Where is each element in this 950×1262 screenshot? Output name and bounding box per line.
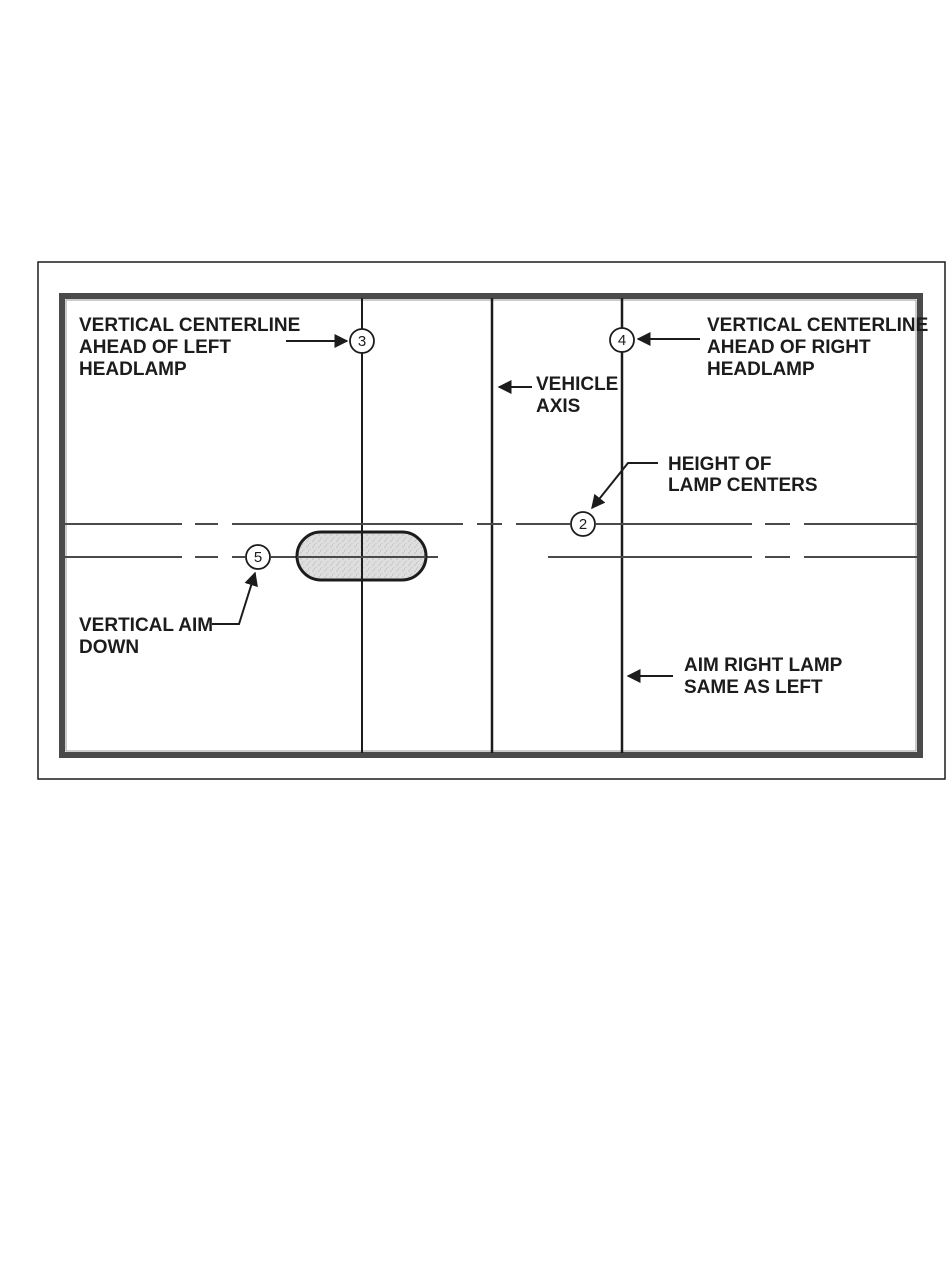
callout-4-number: 4 <box>618 332 626 349</box>
callout-5-number: 5 <box>254 549 262 566</box>
callout-2-number: 2 <box>579 516 587 533</box>
callout-4: 4 <box>610 328 634 352</box>
callout-3-number: 3 <box>358 333 366 350</box>
callout-5: 5 <box>246 545 270 569</box>
callout-3: 3 <box>350 329 374 353</box>
callout-2: 2 <box>571 512 595 536</box>
